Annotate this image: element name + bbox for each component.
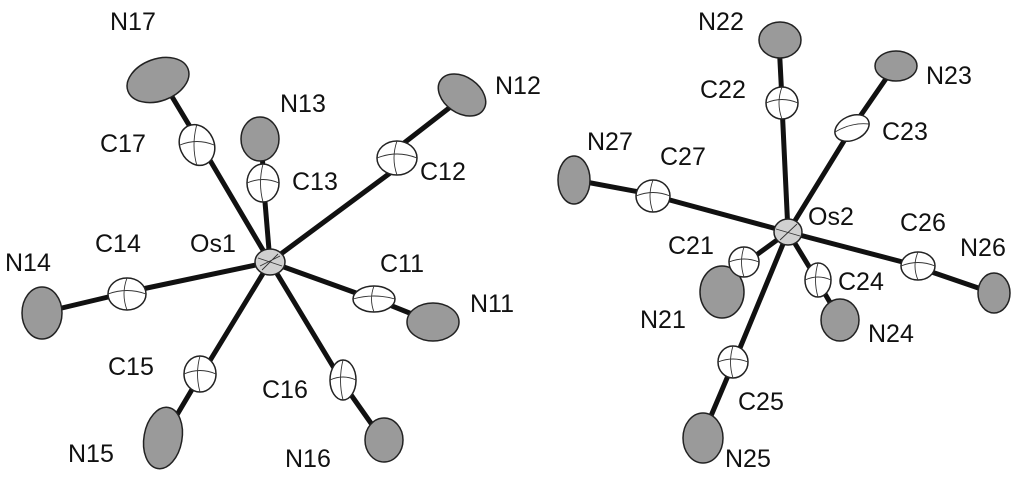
label-n21: N21 bbox=[640, 306, 686, 334]
atom-c23 bbox=[834, 113, 870, 143]
label-c23: C23 bbox=[882, 118, 928, 146]
molecule-os2: N22 C22 N23 C23 N27 C27 Os2 C26 N26 C21 … bbox=[557, 8, 1011, 473]
label-n25: N25 bbox=[725, 445, 771, 473]
label-c17: C17 bbox=[100, 130, 146, 158]
label-c14: C14 bbox=[95, 230, 141, 258]
atom-n27 bbox=[557, 155, 591, 205]
labels-os1: N17 C17 N13 C13 N12 C12 C14 Os1 N14 C11 … bbox=[5, 8, 541, 473]
label-c24: C24 bbox=[838, 268, 884, 296]
atom-c25 bbox=[717, 345, 749, 379]
atom-c15 bbox=[183, 355, 217, 393]
atom-n12 bbox=[437, 73, 487, 117]
atom-c13 bbox=[246, 163, 280, 203]
atom-n11 bbox=[406, 302, 460, 342]
label-n22: N22 bbox=[698, 8, 744, 36]
bond-os1-c15 bbox=[200, 259, 273, 375]
bond-os2-c26 bbox=[785, 229, 921, 269]
carbon-atoms-os1 bbox=[107, 123, 418, 401]
bond-os1-c14 bbox=[125, 259, 273, 295]
atom-c16 bbox=[329, 359, 357, 401]
atom-c21 bbox=[728, 246, 760, 278]
nitrogen-atoms-os1 bbox=[21, 56, 487, 470]
atom-n25 bbox=[682, 412, 724, 464]
molecule-os1: N17 C17 N13 C13 N12 C12 C14 Os1 N14 C11 … bbox=[5, 8, 541, 473]
label-n27: N27 bbox=[587, 128, 633, 156]
bond-os2-c22 bbox=[779, 102, 791, 235]
atom-n24 bbox=[820, 298, 860, 342]
label-n13: N13 bbox=[280, 90, 326, 118]
atom-n21 bbox=[699, 265, 745, 319]
label-n23: N23 bbox=[926, 62, 972, 90]
label-n24: N24 bbox=[868, 320, 914, 348]
atom-c24 bbox=[804, 262, 832, 298]
atom-c17 bbox=[178, 123, 216, 167]
atom-c22 bbox=[765, 86, 799, 120]
label-c12: C12 bbox=[420, 158, 466, 186]
label-c13: C13 bbox=[292, 168, 338, 196]
atom-n26 bbox=[977, 272, 1011, 314]
bond-os2-c23 bbox=[785, 125, 855, 235]
atom-c27 bbox=[635, 179, 671, 213]
bond-os1-c12 bbox=[267, 159, 408, 265]
atom-c12 bbox=[376, 140, 418, 176]
label-c15: C15 bbox=[108, 353, 154, 381]
atom-n23 bbox=[874, 50, 918, 82]
label-n17: N17 bbox=[110, 8, 156, 36]
label-c11: C11 bbox=[380, 250, 424, 278]
atom-n15 bbox=[142, 406, 184, 470]
label-c26: C26 bbox=[900, 209, 946, 237]
label-os1: Os1 bbox=[190, 230, 236, 258]
label-os2: Os2 bbox=[808, 203, 854, 231]
labels-os2: N22 C22 N23 C23 N27 C27 Os2 C26 N26 C21 … bbox=[587, 8, 1006, 473]
atom-os1 bbox=[254, 248, 286, 276]
label-n12: N12 bbox=[495, 72, 541, 100]
atom-c11 bbox=[352, 285, 396, 313]
label-n26: N26 bbox=[960, 234, 1006, 262]
bond-os1-c11 bbox=[267, 259, 373, 301]
label-n15: N15 bbox=[68, 440, 114, 468]
atom-n13 bbox=[240, 116, 280, 162]
label-n16: N16 bbox=[285, 445, 331, 473]
atom-n22 bbox=[758, 21, 802, 59]
nitrogen-atoms-os2 bbox=[557, 21, 1011, 464]
atom-n17 bbox=[126, 56, 190, 104]
atom-n16 bbox=[364, 417, 404, 463]
label-c21: C21 bbox=[668, 232, 714, 260]
label-n11: N11 bbox=[470, 290, 514, 318]
atom-os2 bbox=[773, 218, 803, 246]
atom-n14 bbox=[21, 286, 63, 340]
atom-c26 bbox=[900, 251, 936, 281]
label-n14: N14 bbox=[5, 249, 51, 277]
label-c16: C16 bbox=[262, 376, 308, 404]
bond-os1-c16 bbox=[267, 259, 343, 381]
label-c25: C25 bbox=[738, 388, 784, 416]
label-c22: C22 bbox=[700, 76, 746, 104]
bond-os2-c27 bbox=[652, 193, 791, 235]
atom-c14 bbox=[107, 277, 147, 311]
bond-os2-c25 bbox=[732, 229, 791, 363]
label-c27: C27 bbox=[660, 143, 706, 171]
carbon-atoms-os2 bbox=[635, 86, 936, 379]
